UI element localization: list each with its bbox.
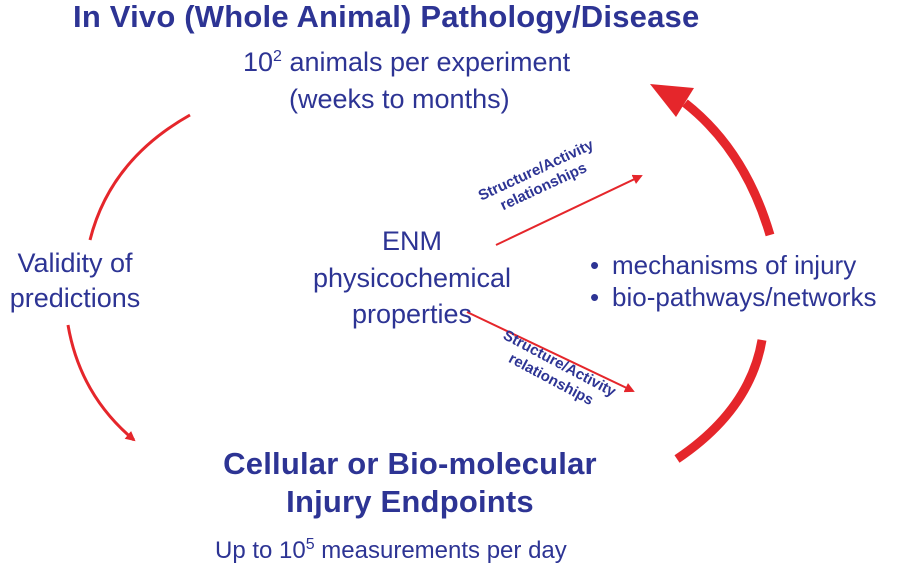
bottom-title-line1: Cellular or Bio-molecular	[223, 446, 597, 481]
left-arc-upper	[88, 113, 191, 241]
right-arc-arrowhead	[650, 84, 694, 117]
center-line2: physicochemical	[312, 263, 512, 293]
left-arc-lower-arrow	[66, 324, 136, 442]
top-title: In Vivo (Whole Animal) Pathology/Disease	[73, 0, 700, 34]
bottom-meas-prefix: Up to 10	[215, 537, 306, 564]
sar-upper-arrow	[495, 174, 643, 246]
right-bullet-item: • mechanisms of injury	[590, 249, 876, 281]
center-line3: properties	[351, 299, 473, 329]
right-arc-upper	[682, 99, 775, 237]
right-bullet-list: • mechanisms of injury • bio-pathways/netw…	[590, 249, 876, 313]
top-line2: (weeks to months)	[289, 84, 510, 114]
top-line1-rest: animals per experiment	[281, 47, 571, 77]
bottom-measurements: Up to 105 measurements per day	[215, 537, 567, 565]
right-bullet-item: • bio-pathways/networks	[590, 281, 876, 313]
right-bullet-text: mechanisms of injury	[612, 250, 857, 280]
bottom-title-line2: Injury Endpoints	[286, 484, 534, 519]
bullet-icon: •	[590, 282, 600, 312]
top-line1-base: 10	[243, 47, 274, 77]
sar-lower-arrow	[466, 311, 635, 393]
right-bullet-text: bio-pathways/networks	[612, 282, 877, 312]
top-line1-exp: 2	[273, 48, 282, 65]
bottom-meas-rest: measurements per day	[314, 537, 567, 564]
center-line1: ENM	[382, 226, 442, 256]
left-line2: predictions	[9, 283, 141, 313]
left-line1: Validity of	[17, 248, 133, 278]
bullet-icon: •	[590, 250, 600, 280]
right-arc-lower	[674, 339, 767, 463]
top-line1: 102 animals per experiment	[243, 47, 570, 78]
bottom-meas-exp: 5	[305, 536, 315, 553]
